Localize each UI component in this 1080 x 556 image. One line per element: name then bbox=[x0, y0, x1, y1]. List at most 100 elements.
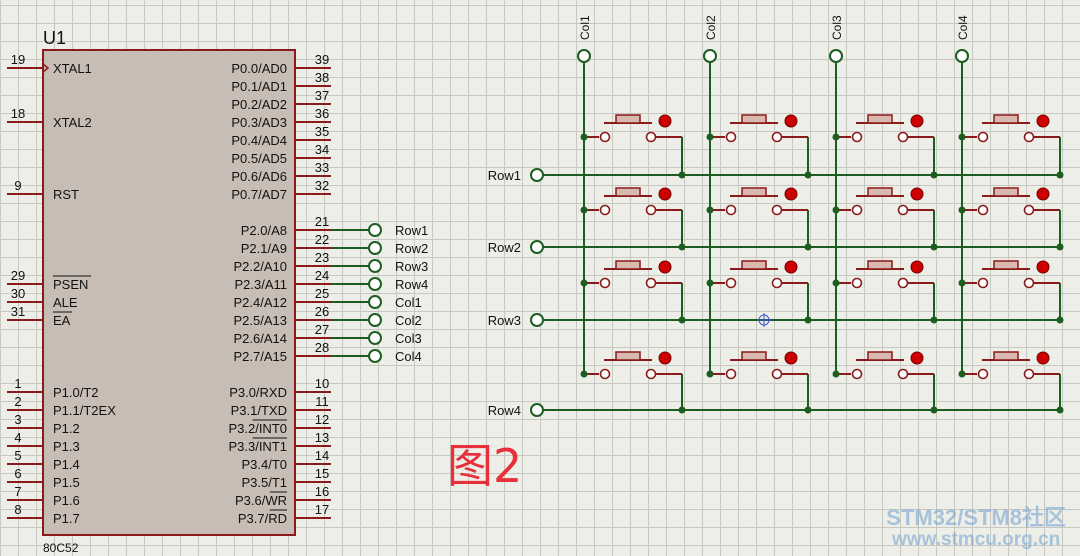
switch-cap bbox=[993, 187, 1019, 197]
pin-number: 34 bbox=[315, 142, 329, 157]
junction-dot bbox=[678, 171, 686, 179]
switch-cap bbox=[615, 187, 641, 197]
junction-dot bbox=[706, 279, 714, 287]
switch-indicator bbox=[784, 351, 798, 365]
net-terminal bbox=[368, 241, 382, 255]
switch-contact bbox=[645, 277, 657, 289]
junction-dot bbox=[804, 243, 812, 251]
switch-contact bbox=[645, 368, 657, 380]
pin-label: P2.7/A15 bbox=[234, 349, 288, 364]
pin-number: 5 bbox=[14, 448, 21, 463]
switch-cap bbox=[741, 351, 767, 361]
row-label: Row4 bbox=[488, 403, 521, 418]
junction-dot bbox=[930, 171, 938, 179]
net-label-col2: Col2 bbox=[395, 313, 422, 328]
junction-dot bbox=[832, 370, 840, 378]
net-terminal bbox=[368, 331, 382, 345]
switch-contact bbox=[1023, 277, 1035, 289]
key-switch bbox=[832, 187, 938, 251]
switch-contact bbox=[977, 368, 989, 380]
switch-cap bbox=[867, 187, 893, 197]
switch-contact bbox=[897, 368, 909, 380]
junction-dot bbox=[678, 316, 686, 324]
switch-contact bbox=[599, 368, 611, 380]
switch-contact bbox=[897, 131, 909, 143]
switch-contact bbox=[851, 368, 863, 380]
chip-pin-2: 2P1.1/T2EX bbox=[7, 394, 116, 418]
pin-label: P1.7 bbox=[53, 511, 80, 526]
pin-number: 14 bbox=[315, 448, 329, 463]
chip-pin-8: 8P1.7 bbox=[7, 502, 80, 526]
pin-number: 19 bbox=[11, 52, 25, 67]
junction-dot bbox=[580, 279, 588, 287]
junction-dot bbox=[706, 370, 714, 378]
column-terminal bbox=[577, 49, 591, 63]
pin-label: RST bbox=[53, 187, 79, 202]
column-terminal bbox=[829, 49, 843, 63]
junction-dot bbox=[958, 206, 966, 214]
switch-indicator bbox=[784, 187, 798, 201]
row-1: Row1 bbox=[488, 168, 1062, 183]
switch-contact bbox=[897, 277, 909, 289]
pin-label: P0.7/AD7 bbox=[231, 187, 287, 202]
switch-cap bbox=[615, 351, 641, 361]
watermark-url: www.stmcu.org.cn bbox=[892, 529, 1061, 550]
pin-label: P2.0/A8 bbox=[241, 223, 287, 238]
net-label-col4: Col4 bbox=[395, 349, 422, 364]
column-3: Col3 bbox=[829, 15, 844, 374]
pin-label: P3.3/INT1 bbox=[228, 439, 287, 454]
pin-label: P0.4/AD4 bbox=[231, 133, 287, 148]
switch-contact bbox=[645, 131, 657, 143]
switch-contact bbox=[977, 204, 989, 216]
switch-contact bbox=[771, 368, 783, 380]
pin-label: P3.5/T1 bbox=[241, 475, 287, 490]
switch-cap bbox=[741, 260, 767, 270]
pin-number: 2 bbox=[14, 394, 21, 409]
switch-contact bbox=[977, 131, 989, 143]
switch-indicator bbox=[910, 114, 924, 128]
pin-label: P0.6/AD6 bbox=[231, 169, 287, 184]
pin-label: P1.1/T2EX bbox=[53, 403, 116, 418]
switch-cap bbox=[867, 114, 893, 124]
net-terminal bbox=[368, 313, 382, 327]
pin-label: P1.0/T2 bbox=[53, 385, 99, 400]
net-label-col3: Col3 bbox=[395, 331, 422, 346]
pin-label: P2.6/A14 bbox=[234, 331, 288, 346]
pin-label: P0.5/AD5 bbox=[231, 151, 287, 166]
junction-dot bbox=[580, 133, 588, 141]
junction-dot bbox=[804, 171, 812, 179]
net-label-row3: Row3 bbox=[395, 259, 428, 274]
pin-label: P1.4 bbox=[53, 457, 80, 472]
key-switch bbox=[580, 260, 686, 324]
switch-contact bbox=[725, 277, 737, 289]
column-2: Col2 bbox=[703, 15, 718, 374]
junction-dot bbox=[804, 316, 812, 324]
switch-cap bbox=[615, 260, 641, 270]
switch-cap bbox=[867, 351, 893, 361]
pin-number: 32 bbox=[315, 178, 329, 193]
switch-cap bbox=[615, 114, 641, 124]
row-terminal bbox=[530, 313, 544, 327]
row-terminal bbox=[530, 168, 544, 182]
pin-label: XTAL1 bbox=[53, 61, 92, 76]
pin-label: ALE bbox=[53, 295, 78, 310]
pin-number: 17 bbox=[315, 502, 329, 517]
key-switch bbox=[958, 114, 1064, 179]
column-label: Col4 bbox=[956, 15, 970, 40]
switch-indicator bbox=[658, 351, 672, 365]
net-label-col1: Col1 bbox=[395, 295, 422, 310]
chip-pin-3: 3P1.2 bbox=[7, 412, 80, 436]
pin-number: 38 bbox=[315, 70, 329, 85]
pin-number: 26 bbox=[315, 304, 329, 319]
switch-contact bbox=[1023, 368, 1035, 380]
